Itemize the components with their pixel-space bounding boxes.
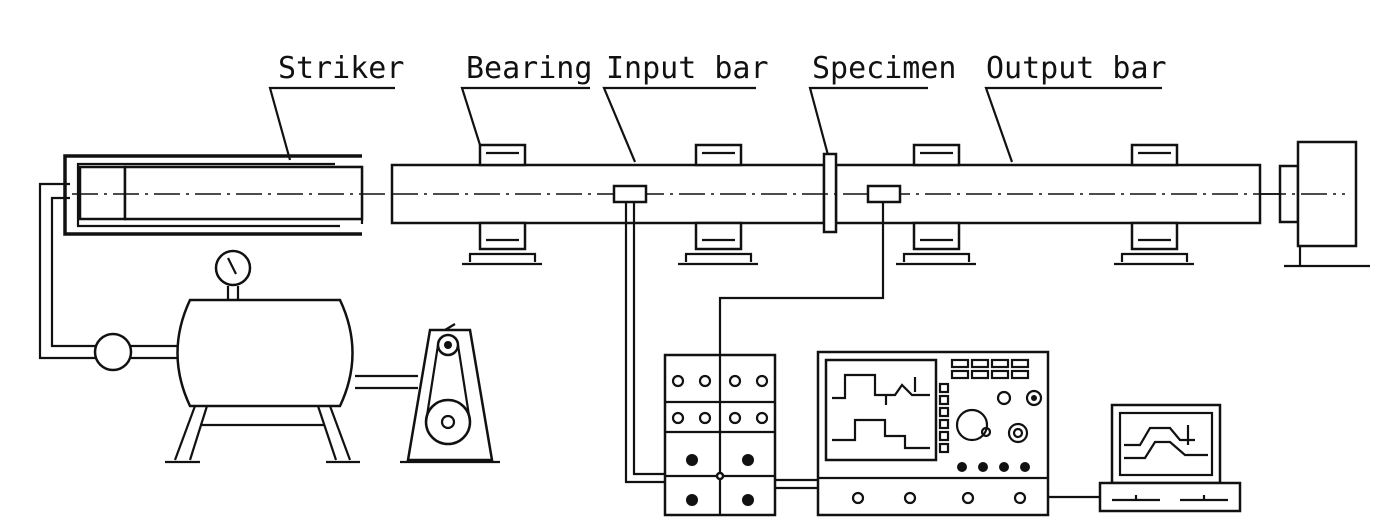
striker-piston xyxy=(78,165,127,221)
air-supply-pipe xyxy=(38,182,178,372)
computer-base xyxy=(1098,481,1242,513)
gas-gun-barrel xyxy=(63,154,364,236)
compressor xyxy=(400,323,500,464)
valve xyxy=(93,332,133,372)
label-striker: Striker xyxy=(268,51,404,161)
label-output-bar-text: Output bar xyxy=(986,51,1167,86)
label-input-bar-text: Input bar xyxy=(606,51,769,86)
signal-wires xyxy=(624,202,1100,499)
computer xyxy=(1098,403,1242,513)
label-bearing-text: Bearing xyxy=(466,51,592,86)
label-specimen: Specimen xyxy=(808,51,957,156)
label-bearing: Bearing xyxy=(460,51,592,146)
leader-striker xyxy=(268,86,395,161)
bearing-1 xyxy=(462,143,542,266)
bearing-4 xyxy=(1114,143,1194,266)
momentum-trap xyxy=(1260,140,1370,268)
oscilloscope xyxy=(816,350,1050,517)
bearing-2 xyxy=(678,143,758,266)
oscilloscope-screen xyxy=(824,358,938,462)
bearing-3 xyxy=(896,143,976,266)
leader-bearing xyxy=(460,86,590,146)
label-input-bar: Input bar xyxy=(602,51,769,163)
leader-specimen xyxy=(808,86,928,156)
label-output-bar: Output bar xyxy=(984,51,1167,163)
strain-gauge-input xyxy=(612,184,648,204)
pressure-tank xyxy=(165,249,418,464)
specimen xyxy=(822,152,838,234)
strain-amplifier xyxy=(663,353,777,517)
striker xyxy=(123,165,364,221)
label-striker-text: Striker xyxy=(278,51,404,86)
leader-output-bar xyxy=(984,86,1162,163)
strain-gauge-output xyxy=(866,184,902,204)
label-specimen-text: Specimen xyxy=(812,51,957,86)
leader-input-bar xyxy=(602,86,756,163)
